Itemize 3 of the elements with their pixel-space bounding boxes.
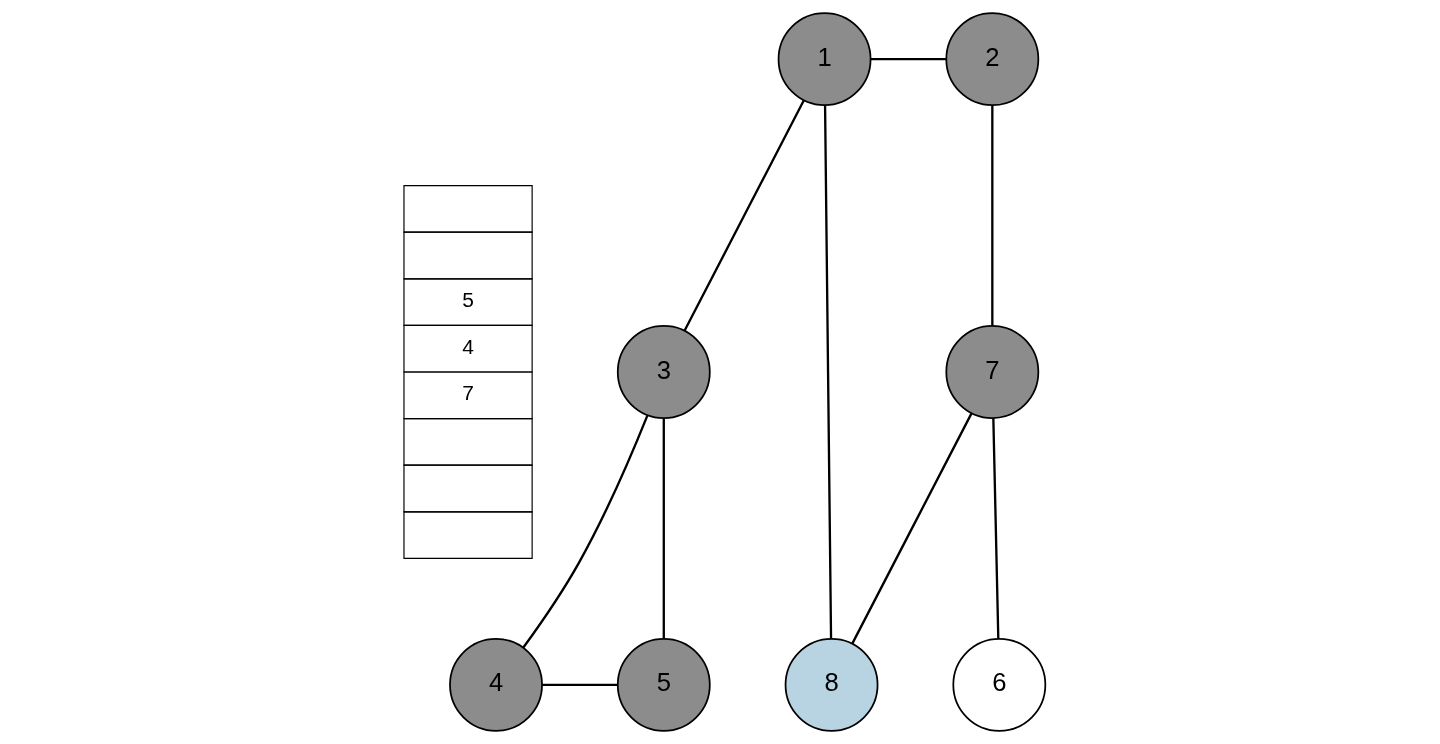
label: 7: [462, 381, 474, 405]
label: 4: [462, 334, 474, 358]
label: 5: [462, 288, 474, 312]
